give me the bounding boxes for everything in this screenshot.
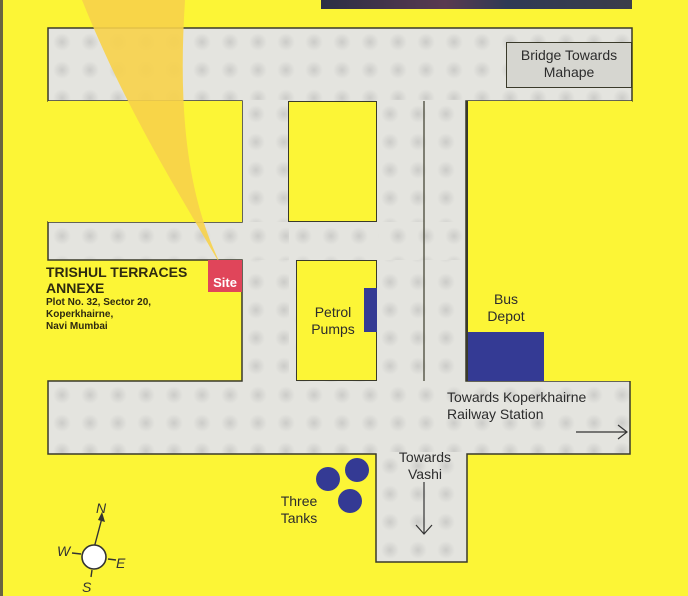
bus-text-1: Bus — [493, 291, 519, 307]
bridge-label: Bridge Towards Mahape — [506, 47, 632, 81]
road-bottom — [48, 381, 630, 454]
site-marker[interactable] — [208, 260, 242, 292]
site-label: Site — [213, 275, 237, 290]
project-name-1: TRISHUL TERRACES — [46, 264, 188, 280]
vashi-text-2: Vashi — [408, 466, 442, 482]
road-towards-vashi — [376, 452, 467, 562]
compass-north: N — [96, 500, 107, 516]
page-edge — [0, 0, 3, 596]
petrol-pump-marker — [364, 288, 377, 332]
tanks-text-2: Tanks — [280, 510, 318, 526]
compass-west: W — [57, 543, 71, 559]
arrow-right-icon — [576, 424, 628, 440]
railway-text-2: Railway Station — [447, 406, 544, 422]
arrow-down-icon — [415, 482, 433, 535]
road-cross-upper — [48, 222, 468, 260]
bridge-text-1: Bridge Towards — [520, 47, 618, 63]
bridge-box — [506, 42, 632, 88]
vashi-text-1: Towards — [398, 449, 452, 465]
railway-label: Towards Koperkhairne Railway Station — [447, 389, 586, 423]
address-line-1: Plot No. 32, Sector 20, — [46, 297, 152, 308]
compass-east: E — [116, 555, 126, 571]
railway-text-1: Towards Koperkhairne — [447, 389, 587, 405]
bus-depot-marker — [467, 332, 544, 381]
photo-strip — [321, 0, 632, 9]
bridge-text-2: Mahape — [543, 64, 595, 80]
petrol-text-1: Petrol — [314, 304, 352, 320]
tanks-text-1: Three — [280, 493, 318, 509]
compass-south: S — [82, 579, 92, 595]
address-line-2: Koperkhairne, — [46, 309, 114, 320]
bus-depot-edge — [466, 101, 468, 381]
tanks-label: Three Tanks — [272, 493, 326, 527]
petrol-label: Petrol Pumps — [300, 304, 366, 338]
address-line-3: Navi Mumbai — [46, 321, 108, 332]
project-name-2: ANNEXE — [46, 280, 105, 296]
block-upper-middle — [288, 101, 377, 222]
vashi-label: Towards Vashi — [385, 449, 465, 483]
tanks-icon — [316, 458, 369, 513]
block-petrol — [296, 260, 377, 381]
bus-depot-label: Bus Depot — [476, 291, 536, 325]
petrol-text-2: Pumps — [311, 321, 355, 337]
bus-text-2: Depot — [487, 308, 525, 324]
compass-icon — [71, 512, 117, 578]
address-block: TRISHUL TERRACES ANNEXE Plot No. 32, Sec… — [46, 264, 187, 333]
